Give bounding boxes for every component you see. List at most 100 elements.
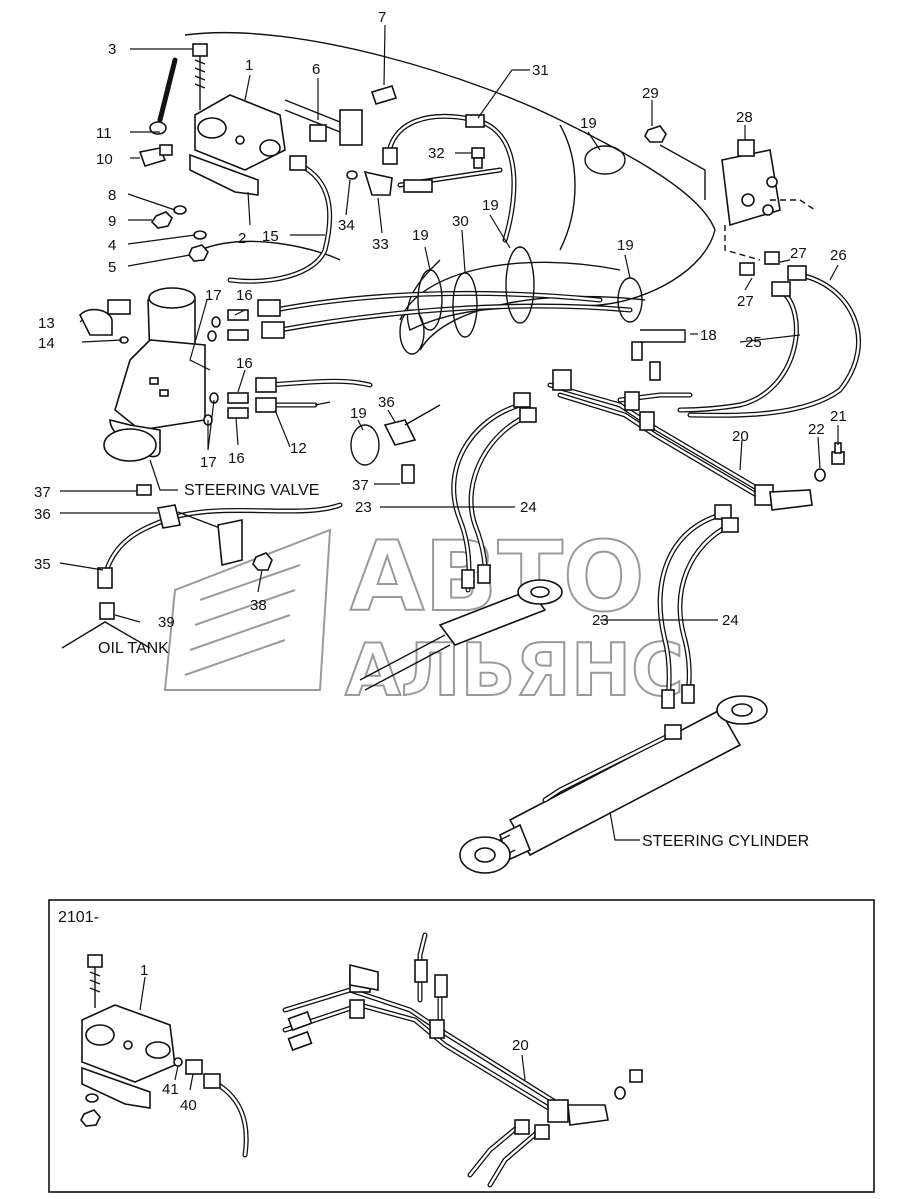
tank-curve bbox=[559, 124, 576, 251]
bolt-37-left bbox=[136, 484, 152, 496]
bolt-37-center bbox=[401, 464, 415, 484]
callout-23-b: 23 bbox=[592, 612, 609, 629]
inset-steel-tubes-20 bbox=[282, 932, 609, 1188]
callout-31: 31 bbox=[532, 62, 549, 79]
clamp-36-center bbox=[383, 404, 441, 446]
hydraulic-tank-outline bbox=[184, 31, 716, 331]
washer-8 bbox=[173, 205, 187, 215]
callout-17-top: 17 bbox=[205, 287, 222, 304]
bracket-2 bbox=[189, 153, 259, 196]
washer-22 bbox=[814, 468, 826, 482]
callout-19-a: 19 bbox=[412, 227, 429, 244]
watermark-line2: АЛЬЯНС bbox=[345, 628, 684, 712]
bolt-7 bbox=[370, 85, 398, 105]
callout-36-left: 36 bbox=[34, 506, 51, 523]
oring-34 bbox=[346, 170, 358, 180]
inset-panel: 2101- bbox=[48, 899, 875, 1193]
bracket-6 bbox=[284, 99, 363, 146]
inset-washer bbox=[85, 1093, 99, 1103]
callout-19-d: 19 bbox=[617, 237, 634, 254]
leader-lines bbox=[59, 24, 839, 841]
callout-4: 4 bbox=[108, 237, 116, 254]
callout-19-e: 19 bbox=[350, 405, 367, 422]
callout-1: 1 bbox=[245, 57, 253, 74]
callout-30: 30 bbox=[452, 213, 469, 230]
fitting-31 bbox=[382, 147, 398, 165]
callout-24-b: 24 bbox=[722, 612, 739, 629]
callout-16-mid: 16 bbox=[236, 355, 253, 372]
washer-4 bbox=[193, 230, 207, 240]
callout-8: 8 bbox=[108, 187, 116, 204]
callout-6: 6 bbox=[312, 61, 320, 78]
callout-34: 34 bbox=[338, 217, 355, 234]
callout-10: 10 bbox=[96, 151, 113, 168]
inset-bolt bbox=[87, 954, 103, 1008]
fitting-33 bbox=[403, 179, 433, 193]
steering-cylinder-label: STEERING CYLINDER bbox=[642, 833, 809, 850]
callout-9: 9 bbox=[108, 213, 116, 230]
callout-39: 39 bbox=[158, 614, 175, 631]
callout-3: 3 bbox=[108, 41, 116, 58]
callout-20: 20 bbox=[732, 428, 749, 445]
inset-callout-41: 41 bbox=[162, 1081, 179, 1098]
watermark-logo-icon bbox=[163, 528, 332, 691]
callout-11: 11 bbox=[96, 125, 112, 142]
line-12 bbox=[314, 401, 331, 406]
tank-bottom-edge bbox=[199, 240, 341, 261]
inset-callout-20: 20 bbox=[512, 1037, 529, 1054]
oil-tank-leader bbox=[61, 621, 151, 649]
elbow-13 bbox=[79, 299, 131, 336]
inset-callout-40: 40 bbox=[180, 1097, 197, 1114]
inset-washer-22 bbox=[614, 1086, 626, 1100]
steering-cylinder-upper bbox=[359, 579, 563, 691]
bolt-3 bbox=[192, 43, 208, 110]
callout-35: 35 bbox=[34, 556, 51, 573]
nut-38 bbox=[252, 552, 273, 571]
inset-fitting-40 bbox=[185, 1059, 203, 1075]
stud-11 bbox=[149, 57, 178, 135]
inset-bolt-21 bbox=[629, 1069, 643, 1083]
callout-12: 12 bbox=[290, 440, 307, 457]
inset-valve-block-1 bbox=[81, 1004, 176, 1083]
elbow-10 bbox=[138, 144, 173, 167]
hose-25 bbox=[677, 287, 799, 413]
orings-17 bbox=[203, 316, 221, 426]
callout-27-a: 27 bbox=[790, 245, 807, 262]
valve-block-1 bbox=[194, 94, 286, 171]
nut-9 bbox=[150, 211, 173, 229]
steering-cylinder bbox=[459, 695, 768, 874]
elbow-33 bbox=[363, 170, 393, 196]
callout-5: 5 bbox=[108, 259, 116, 276]
fitting-15 bbox=[289, 155, 307, 171]
hoses-to-priority-valve bbox=[255, 290, 633, 413]
inset-oring-41 bbox=[173, 1057, 183, 1067]
inset-code: 2101- bbox=[58, 909, 99, 926]
fitting-39 bbox=[97, 567, 115, 620]
callout-2: 2 bbox=[238, 230, 246, 247]
hoses-23-24-right bbox=[657, 504, 739, 709]
steering-valve-body bbox=[103, 287, 206, 462]
inset-bracket-2 bbox=[81, 1066, 151, 1109]
callout-38: 38 bbox=[250, 597, 267, 614]
callout-28: 28 bbox=[736, 109, 753, 126]
steel-tubes-20 bbox=[547, 369, 813, 511]
callout-21: 21 bbox=[830, 408, 847, 425]
clamp-31 bbox=[465, 114, 485, 128]
steering-valve-label: STEERING VALVE bbox=[184, 482, 319, 499]
callout-37-left: 37 bbox=[34, 484, 51, 501]
callout-32: 32 bbox=[428, 145, 445, 162]
bracket-38 bbox=[217, 519, 243, 567]
callout-29: 29 bbox=[642, 85, 659, 102]
callout-7: 7 bbox=[378, 9, 386, 26]
callout-33: 33 bbox=[372, 236, 389, 253]
callout-labels: 1 2 3 4 5 6 7 8 9 10 11 12 13 14 15 16 1… bbox=[34, 9, 847, 631]
bolt-32 bbox=[471, 147, 485, 169]
callout-16-top: 16 bbox=[236, 287, 253, 304]
callout-22: 22 bbox=[808, 421, 825, 438]
oil-tank-label: OIL TANK bbox=[98, 640, 169, 657]
callout-19-b: 19 bbox=[482, 197, 499, 214]
hoses-18 bbox=[631, 329, 686, 381]
callout-17-bottom: 17 bbox=[200, 454, 217, 471]
hoses-23-24-left bbox=[451, 392, 537, 593]
